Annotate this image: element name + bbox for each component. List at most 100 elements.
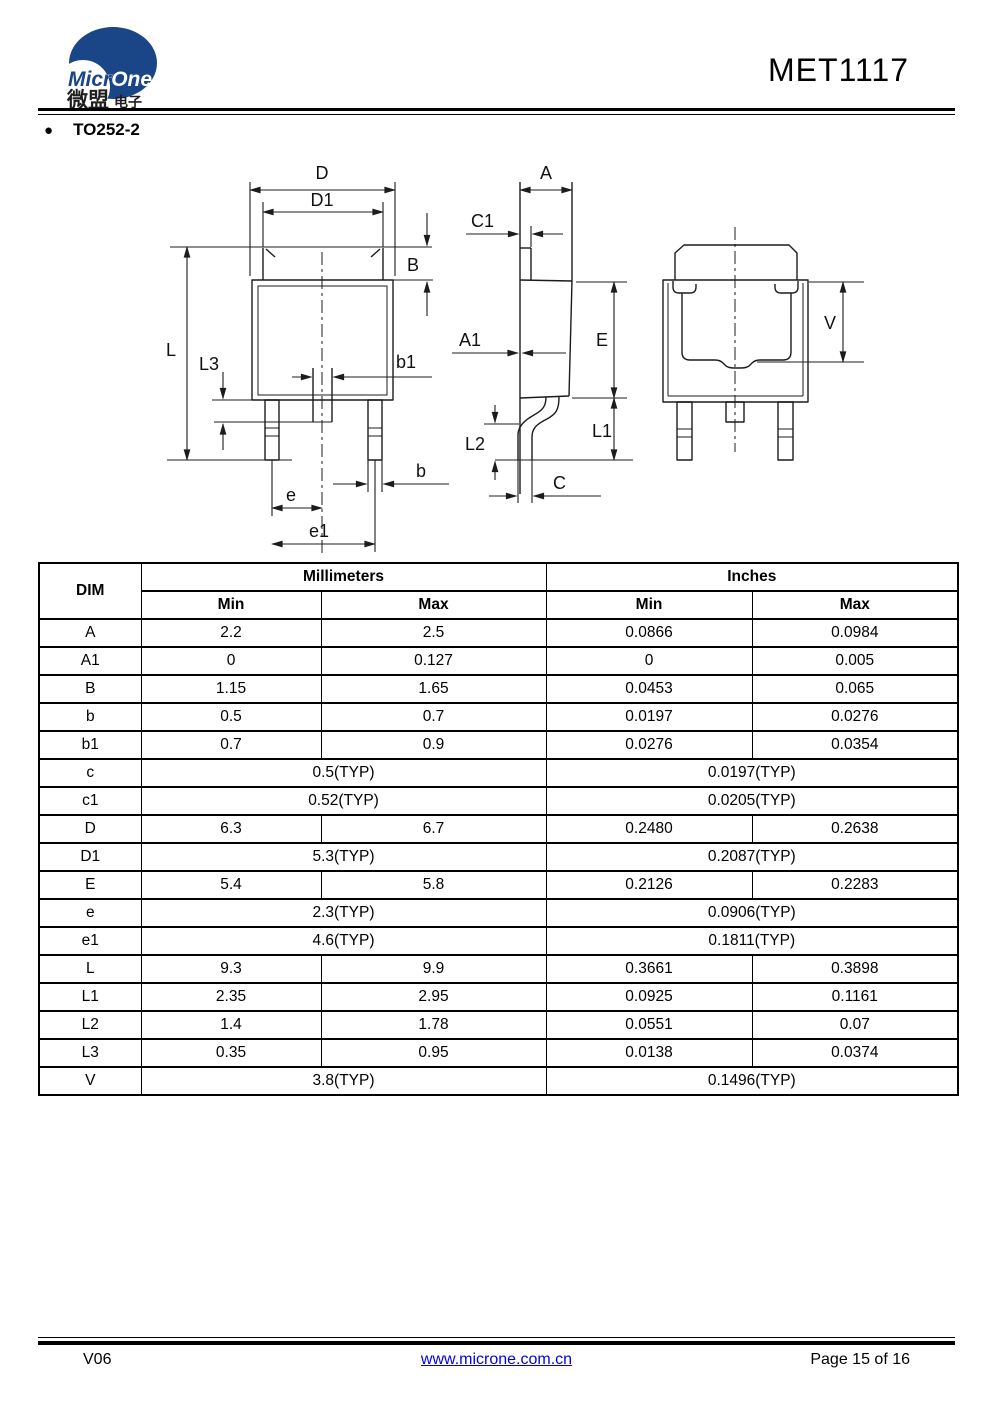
logo-wordmark: MicrOne	[68, 68, 152, 91]
header-rule-thin	[38, 114, 955, 115]
cell: 0.005	[751, 646, 959, 676]
header-mm-max: Max	[320, 590, 547, 620]
cell: 0.0276	[545, 730, 753, 760]
dim-label-b: b	[416, 461, 426, 481]
logo-text-micr: Micr	[68, 68, 113, 91]
package-outline-drawing: D D1 B L L3 b1 b e e1 A C1 A1 E L1 L2 C …	[166, 163, 864, 557]
cell: 0.3898	[751, 954, 959, 984]
side-view-dimensions	[452, 186, 627, 503]
table-header-row: DIM Millimeters Inches	[38, 562, 959, 620]
cell: 2.95	[320, 982, 547, 1012]
footer-rule-thin	[38, 1337, 955, 1338]
cell-dim: A1	[38, 646, 142, 676]
section-title: TO252-2	[73, 120, 140, 139]
dim-label-e: e	[286, 485, 296, 505]
cell-typ-mm: 4.6(TYP)	[140, 926, 547, 956]
header-millimeters: Millimeters	[140, 562, 547, 592]
cell: 2.35	[140, 982, 322, 1012]
cell: 2.2	[140, 618, 322, 648]
dim-label-d1: D1	[310, 190, 333, 210]
cell-typ-inch: 0.0906(TYP)	[545, 898, 959, 928]
section-heading: ● TO252-2	[44, 120, 140, 140]
cell: 9.9	[320, 954, 547, 984]
cell-typ-inch: 0.1811(TYP)	[545, 926, 959, 956]
logo-text-one: One	[111, 68, 152, 91]
cell: 5.8	[320, 870, 547, 900]
cell: 0.35	[140, 1038, 322, 1068]
cell: 0.0984	[751, 618, 959, 648]
dim-label-b-cap: B	[407, 255, 419, 275]
footer-link-wrap: www.microne.com.cn	[38, 1351, 955, 1369]
cell-dim: L2	[38, 1010, 142, 1040]
cell-dim: b1	[38, 730, 142, 760]
cell: 0.7	[140, 730, 322, 760]
cell-typ-inch: 0.2087(TYP)	[545, 842, 959, 872]
dim-label-e-cap: E	[596, 330, 608, 350]
cell-dim: V	[38, 1066, 142, 1096]
header-in-max: Max	[751, 590, 959, 620]
dim-label-l1: L1	[592, 421, 612, 441]
dim-label-b1: b1	[396, 352, 416, 372]
website-link[interactable]: www.microne.com.cn	[420, 1351, 573, 1368]
header-in-min: Min	[545, 590, 753, 620]
cell: 1.4	[140, 1010, 322, 1040]
cell: 0.2480	[545, 814, 753, 844]
cell-dim: B	[38, 674, 142, 704]
header-inches: Inches	[545, 562, 959, 592]
header-mm-min: Min	[140, 590, 322, 620]
dim-label-c: C	[553, 473, 566, 493]
cell: 0.0354	[751, 730, 959, 760]
microne-logo-art: MicrOne 微盟 电子	[56, 27, 157, 114]
cell-dim: L	[38, 954, 142, 984]
footer-version: V06	[83, 1351, 112, 1368]
cell-dim: E	[38, 870, 142, 900]
cell: 0.2126	[545, 870, 753, 900]
cell: 2.5	[320, 618, 547, 648]
logo-crescent	[56, 60, 110, 114]
cell: 0.0138	[545, 1038, 753, 1068]
dim-label-l2: L2	[465, 434, 485, 454]
cell-typ-mm: 0.52(TYP)	[140, 786, 547, 816]
cell: 6.3	[140, 814, 322, 844]
cell: 1.15	[140, 674, 322, 704]
cell: 9.3	[140, 954, 322, 984]
cell: 0.0866	[545, 618, 753, 648]
cell-typ-mm: 0.5(TYP)	[140, 758, 547, 788]
cell: 0.0276	[751, 702, 959, 732]
cell: 0.95	[320, 1038, 547, 1068]
cell: 1.65	[320, 674, 547, 704]
cell: 0.1161	[751, 982, 959, 1012]
cell: 1.78	[320, 1010, 547, 1040]
dim-label-a1: A1	[459, 330, 481, 350]
front-view	[170, 246, 432, 557]
dimension-table: DIM Millimeters Inches Min Max Min Max A…	[38, 562, 960, 1096]
cell-dim: b	[38, 702, 142, 732]
document-title: MET1117	[768, 52, 909, 88]
dim-label-l3: L3	[199, 354, 219, 374]
cell: 0.0374	[751, 1038, 959, 1068]
cell-typ-inch: 0.0205(TYP)	[545, 786, 959, 816]
dim-label-v: V	[824, 313, 836, 333]
logo-cn-sub: 电子	[114, 94, 142, 110]
footer-page-number: Page 15 of 16	[810, 1351, 910, 1368]
cell-typ-mm: 2.3(TYP)	[140, 898, 547, 928]
back-view	[662, 227, 809, 461]
cell: 0.065	[751, 674, 959, 704]
cell-dim: e	[38, 898, 142, 928]
cell: 0.5	[140, 702, 322, 732]
bullet-icon: ●	[44, 121, 54, 139]
cell: 0.0197	[545, 702, 753, 732]
cell: 0.07	[751, 1010, 959, 1040]
